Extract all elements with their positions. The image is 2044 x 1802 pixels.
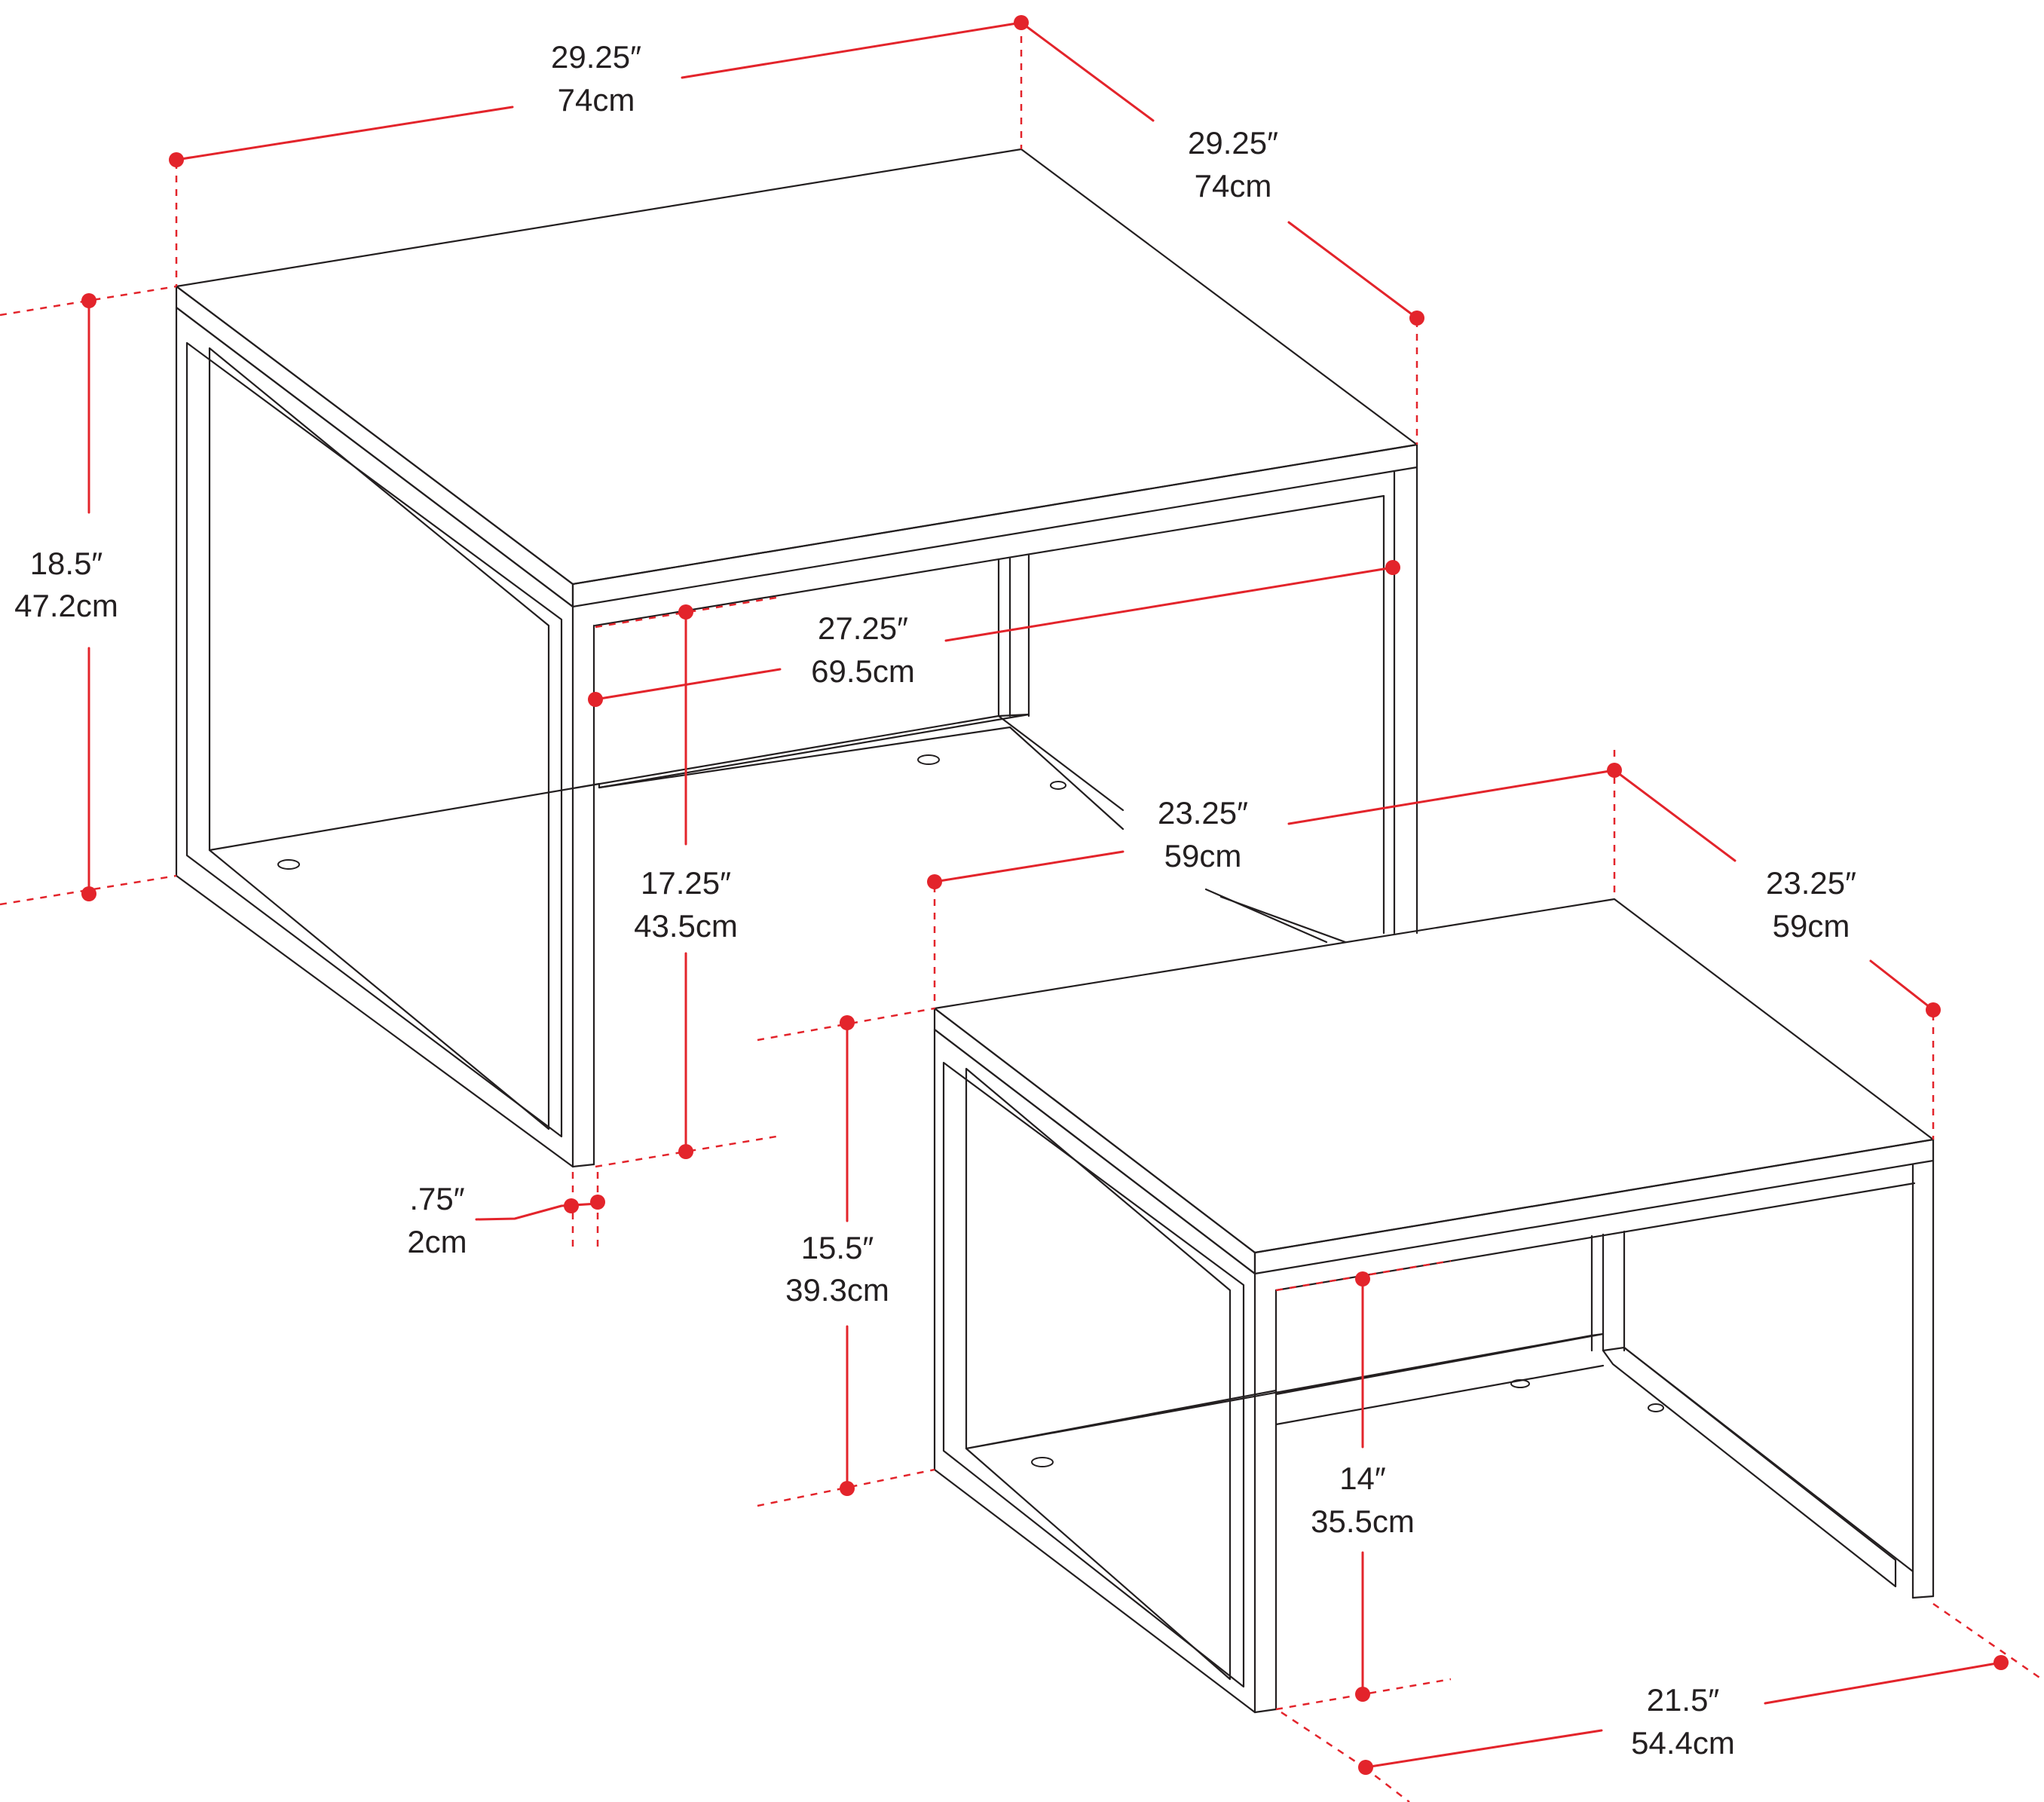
large-table-foot: [917, 754, 940, 765]
small-table-foot: [1031, 1457, 1054, 1467]
dimension-endpoint: [1355, 1271, 1370, 1286]
dimension-endpoint: [927, 874, 942, 889]
dimension-endpoint: [590, 1195, 605, 1210]
large-table-drawing: [175, 148, 1418, 1168]
large-table-top-front-edge: [175, 285, 574, 608]
large-table-leg-dimension: .75″ 2cm: [407, 1172, 605, 1259]
small-table-left-inner-frame: [942, 1061, 1245, 1688]
dimension-endpoint: [840, 1481, 855, 1496]
small-table-width-dimension: 23.25″ 59cm: [927, 750, 1622, 1008]
small-table-bottom-rail: [965, 1332, 1605, 1450]
dimension-endpoint: [564, 1198, 579, 1213]
dimension-endpoint: [1355, 1687, 1370, 1702]
large-table-side-rail-a: [997, 714, 1125, 812]
small-table-width-metric: 59cm: [1164, 838, 1242, 873]
dimension-endpoint: [1994, 1655, 2009, 1670]
dimension-endpoint: [588, 692, 603, 707]
large-table-inner-width-imperial: 27.25″: [818, 610, 908, 646]
large-table-foot: [1050, 781, 1066, 790]
large-table-inner-width-dimension: 27.25″ 69.5cm: [588, 560, 1400, 707]
large-table-inner-width-metric: 69.5cm: [811, 653, 915, 689]
dimension-endpoint: [678, 604, 693, 620]
large-table-foot: [277, 859, 300, 870]
small-table-top-surface: [933, 898, 1935, 1254]
large-table-left-leg-frame: [175, 306, 574, 1168]
small-table-height-metric: 39.3cm: [785, 1272, 889, 1308]
dimension-endpoint: [169, 152, 184, 167]
small-table-clearance-dimension: 14″ 35.5cm: [1275, 1259, 1452, 1711]
large-table-height-dimension: 18.5″ 47.2cm: [0, 285, 177, 906]
small-table-drawing: [933, 898, 1935, 1714]
small-table-depth-metric: 59cm: [1773, 908, 1850, 944]
large-table-depth-metric: 74cm: [1195, 168, 1272, 203]
large-table-leg-metric: 2cm: [407, 1224, 467, 1259]
large-table-width-dimension: 29.25″ 74cm: [169, 15, 1029, 286]
large-table-bottom-rail: [208, 713, 1030, 852]
small-table-depth-dimension: 23.25″ 59cm: [1613, 769, 1941, 1140]
small-table-leg-span-dimension: 21.5″ 54.4cm: [1281, 1602, 2044, 1802]
large-table-height-imperial: 18.5″: [30, 546, 103, 581]
small-table-height-imperial: 15.5″: [801, 1230, 874, 1265]
small-table-leg-span-imperial: 21.5″: [1647, 1682, 1720, 1718]
small-table-left-leg-opening: [965, 1067, 1232, 1681]
small-table-width-imperial: 23.25″: [1158, 795, 1248, 831]
small-table-side-rail: [1623, 1346, 1914, 1573]
small-table-top-front-edge: [933, 1007, 1256, 1275]
dimension-endpoint: [1409, 311, 1424, 326]
dimension-endpoint: [678, 1144, 693, 1159]
small-table-right-leg-frame: [1602, 1346, 1897, 1588]
large-table-clearance-dimension: 17.25″ 43.5cm: [595, 596, 777, 1168]
dimension-endpoint: [840, 1015, 855, 1030]
dimension-endpoint: [1385, 560, 1400, 575]
large-table-side-rail-b: [1008, 726, 1125, 831]
dimension-endpoint: [81, 293, 96, 308]
small-table-depth-imperial: 23.25″: [1766, 865, 1856, 901]
small-table-top-right-edge: [1253, 1138, 1935, 1275]
large-table-side-rail-d: [1219, 895, 1347, 944]
large-table-width-metric: 74cm: [558, 82, 635, 118]
small-table-bottom-rail-lower: [1274, 1364, 1605, 1426]
large-table-top-right-edge: [571, 443, 1418, 608]
large-table-left-leg-opening: [185, 341, 563, 1138]
large-table-clearance-metric: 43.5cm: [634, 908, 738, 944]
dimension-endpoint: [81, 886, 96, 901]
small-table-height-dimension: 15.5″ 39.3cm: [757, 1007, 935, 1507]
small-table-left-leg-frame: [933, 1028, 1256, 1714]
small-table-clearance-imperial: 14″: [1339, 1461, 1386, 1496]
small-table-leg-span-metric: 54.4cm: [1631, 1725, 1735, 1761]
small-table-foot: [1648, 1403, 1664, 1412]
large-table-bottom-rail-lower: [598, 726, 1011, 789]
dimension-endpoint: [1926, 1002, 1941, 1017]
large-table-clearance-imperial: 17.25″: [641, 865, 731, 901]
dimension-endpoint: [1358, 1760, 1373, 1775]
small-table-back-leg-foot: [1911, 1595, 1935, 1599]
small-table-foot: [1510, 1379, 1530, 1388]
large-table-front-leg-foot: [571, 1163, 595, 1168]
large-table-top-surface: [175, 148, 1418, 586]
small-table-front-leg-foot: [1253, 1708, 1278, 1714]
small-table-front-apron: [1274, 1182, 1916, 1292]
large-table-left-inner-frame: [208, 347, 550, 1130]
large-table-depth-imperial: 29.25″: [1188, 125, 1278, 161]
large-table-front-apron: [594, 494, 1385, 627]
large-table-depth-dimension: 29.25″ 74cm: [1020, 21, 1424, 445]
large-table-leg-imperial: .75″: [409, 1181, 464, 1216]
large-table-height-metric: 47.2cm: [14, 588, 118, 623]
small-table-clearance-metric: 35.5cm: [1311, 1504, 1415, 1539]
large-table-width-imperial: 29.25″: [551, 39, 641, 75]
